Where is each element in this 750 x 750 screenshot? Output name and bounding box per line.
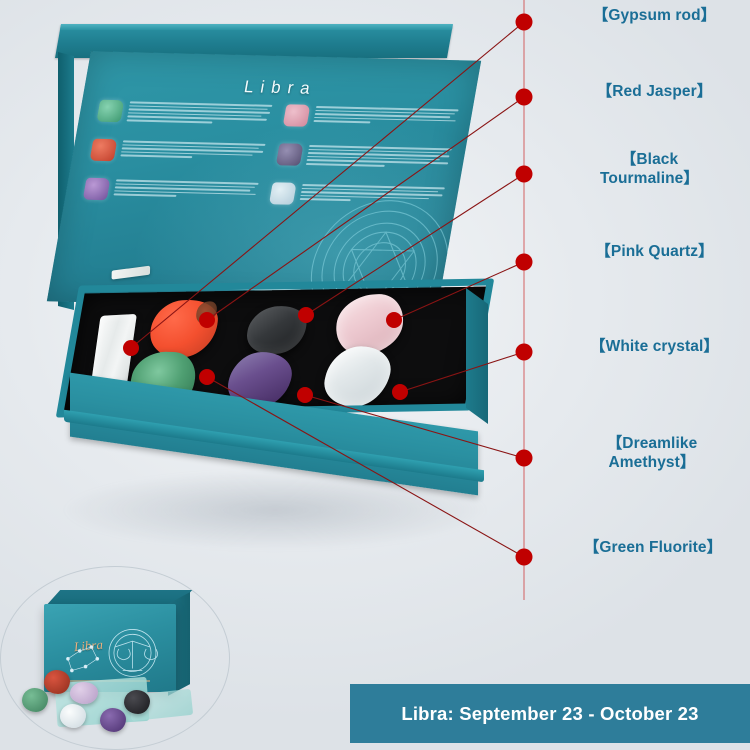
lid-entry [89, 138, 266, 165]
crystal-gift-box: Libra [46, 24, 495, 524]
callout-axis-dot [515, 13, 533, 31]
closed-box-inset-photo: Libra [0, 562, 248, 750]
callout-axis-dot [515, 548, 533, 566]
zodiac-date-banner: Libra: September 23 - October 23 [350, 684, 750, 743]
inset-stone-green-fluorite [22, 688, 48, 712]
callout-label: 【Gypsum rod】 [592, 7, 717, 24]
lid-microtext [313, 105, 459, 125]
callout-label: 【White crystal】 [590, 338, 719, 355]
lid-microtext [305, 144, 452, 168]
callout-label: 【Dreamlike Amethyst】 [606, 435, 698, 471]
inset-box-artwork [66, 629, 158, 677]
callout-label: 【Black Tourmaline】 [600, 151, 699, 187]
inset-stone-pink-quartz [70, 682, 98, 704]
inset-stone-amethyst [100, 708, 126, 732]
box-lid-inner-face: Libra [46, 51, 482, 311]
inset-closed-box: Libra [44, 588, 193, 696]
inset-box-front: Libra [44, 604, 176, 692]
lid-microtext [113, 178, 259, 198]
callout-label: 【Green Fluorite】 [583, 539, 723, 556]
inset-stone-black-tourmaline [124, 690, 150, 714]
red-jasper-thumb-icon [89, 138, 118, 162]
amethyst-thumb-icon [82, 177, 111, 201]
callout-label: 【Red Jasper】 [596, 83, 713, 100]
box-base [55, 278, 495, 496]
inset-loose-stones [4, 666, 234, 736]
green-fluorite-thumb-icon [96, 99, 125, 123]
zodiac-date-text: Libra: September 23 - October 23 [401, 702, 699, 724]
callout-axis-dot [515, 343, 533, 361]
inset-stone-red-jasper [44, 670, 70, 694]
lid-microtext [120, 139, 266, 159]
selenite-stick-on-lid [111, 265, 151, 280]
lid-entry [282, 104, 459, 130]
callout-label: 【Pink Quartz】 [595, 243, 714, 260]
callout-axis-dot [515, 165, 533, 183]
box-base-right-side [466, 288, 488, 424]
lid-description-columns [82, 99, 459, 209]
lid-entry [82, 177, 259, 204]
lid-column-left [82, 99, 273, 204]
lid-title: Libra [242, 77, 319, 98]
rose-quartz-thumb-icon [282, 104, 311, 127]
inset-stone-white-crystal [60, 704, 86, 728]
callout-axis-dot [515, 88, 533, 106]
callout-axis-dot [515, 253, 533, 271]
black-tourmaline-thumb-icon [275, 143, 304, 166]
white-crystal-thumb-icon [268, 182, 297, 205]
lid-entry [275, 143, 452, 169]
lid-entry [96, 99, 273, 126]
lid-microtext [126, 100, 273, 124]
callout-axis-dot [515, 449, 533, 467]
